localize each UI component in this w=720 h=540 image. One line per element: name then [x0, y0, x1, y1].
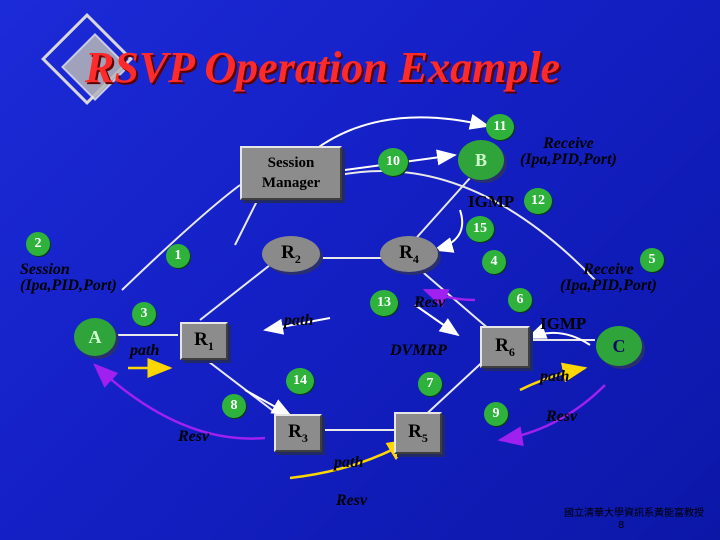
footer-page-number: 8: [618, 520, 625, 531]
step-12: 12: [524, 188, 552, 214]
resv-arrow-right: [497, 384, 606, 447]
router-r5: R5: [394, 412, 442, 454]
router-r6-label: R6: [495, 334, 515, 359]
step-9: 9: [484, 402, 508, 426]
path-bottom-label: path: [334, 454, 364, 471]
path-left-label: path: [130, 342, 160, 359]
step-13: 13: [370, 290, 398, 316]
router-r1-label: R1: [194, 328, 214, 353]
arrow-8: [244, 389, 292, 416]
link-session-sm: [121, 184, 241, 291]
resv-left-label: Resv: [178, 428, 210, 445]
step-14: 14: [286, 368, 314, 394]
router-r1: R1: [180, 322, 228, 360]
step-15: 15: [466, 216, 494, 242]
link-r2-sm: [234, 194, 261, 246]
arrow-igmp-top: [433, 209, 464, 253]
step-8: 8: [222, 394, 246, 418]
router-r5-label: R5: [408, 420, 428, 445]
router-r3: R3: [274, 414, 322, 452]
router-r6: R6: [480, 326, 530, 368]
arrow-path-mid: [263, 317, 331, 335]
step-7: 7: [418, 372, 442, 396]
path-mid-label: path: [284, 312, 314, 329]
session-manager-label: Session Manager: [261, 155, 321, 191]
igmp-top-label: IGMP: [468, 192, 515, 211]
step-3: 3: [132, 302, 156, 326]
host-b: B: [458, 140, 504, 180]
host-a: A: [74, 318, 116, 356]
step-6: 6: [508, 288, 532, 312]
session-left-label: Session (Ipa,PID,Port): [20, 261, 117, 294]
step-2: 2: [26, 232, 50, 256]
step-1: 1: [166, 244, 190, 268]
resv-bottom-label: Resv: [336, 492, 368, 509]
link-r4-b: [409, 177, 471, 246]
router-r4: R4: [380, 236, 438, 272]
receive-top-label: Receive (Ipa,PID,Port): [520, 135, 617, 168]
step-10: 10: [378, 148, 408, 176]
dvmrp-label: DVMRP: [390, 342, 447, 359]
link-sm-receive: [339, 169, 596, 281]
path-arrow-right: [519, 362, 588, 392]
arrow-igmp-right: [526, 323, 591, 346]
path-right-label: path: [540, 368, 570, 385]
session-manager-box: Session Manager: [240, 146, 342, 200]
router-r2-label: R2: [281, 241, 301, 266]
resv-mid-label: Resv: [414, 294, 446, 311]
host-c: C: [596, 326, 642, 366]
logo-diamond: [41, 13, 133, 105]
resv-arrow-left: [93, 363, 266, 440]
arrow-dvmrp: [414, 304, 460, 337]
igmp-right-label: IGMP: [540, 314, 587, 333]
footer-institution: 國立清華大學資訊系黃能富教授: [564, 508, 704, 519]
router-r2: R2: [262, 236, 320, 272]
link-r5-r6: [419, 354, 491, 421]
step-11: 11: [486, 114, 514, 140]
step-5: 5: [640, 248, 664, 272]
resv-arrow-mid: [422, 288, 476, 308]
router-r3-label: R3: [288, 420, 308, 445]
router-r4-label: R4: [399, 241, 419, 266]
arrow-11: [311, 114, 490, 153]
page-title: RSVP Operation Example: [85, 43, 561, 92]
link-r1-r2: [199, 264, 271, 321]
step-4: 4: [482, 250, 506, 274]
resv-right-label: Resv: [546, 408, 578, 425]
receive-right-label: Receive (Ipa,PID,Port): [560, 261, 657, 294]
